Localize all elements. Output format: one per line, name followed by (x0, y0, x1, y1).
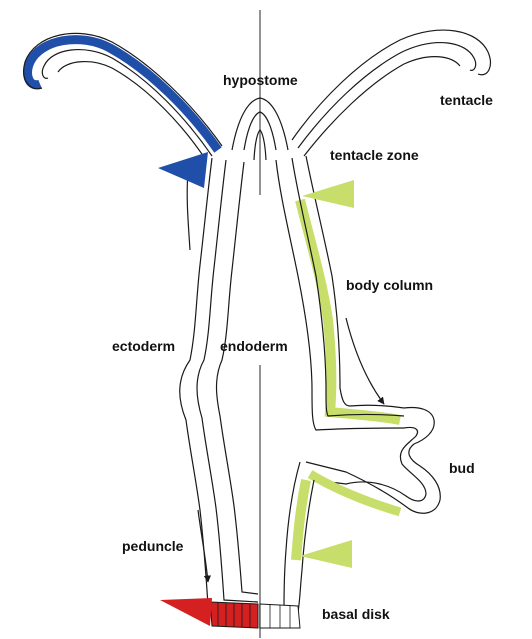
label-endoderm: endoderm (220, 338, 288, 354)
red-arrowhead (160, 598, 212, 626)
flow-arrow-peduncle (198, 510, 208, 582)
label-ectoderm: ectoderm (112, 338, 175, 354)
blue-arrowhead (158, 152, 208, 188)
flow-arrow-upper-left (187, 172, 190, 250)
bud-outer (306, 408, 440, 514)
left-body-wall (180, 158, 258, 610)
basal-disk-shape (210, 602, 300, 628)
label-basal-disk: basal disk (322, 606, 390, 622)
label-tentacle-zone: tentacle zone (330, 147, 419, 163)
label-body-column: body column (346, 277, 433, 293)
left-tentacle (24, 33, 222, 160)
green-arrowhead-upper (302, 180, 354, 208)
flow-arrow-body-right (346, 318, 384, 404)
green-arrowhead-lower (300, 540, 352, 568)
label-hypostome: hypostome (223, 72, 298, 88)
left-tentacle-outer (28, 40, 218, 150)
right-wall-green-band (300, 200, 400, 420)
bud-shape (306, 408, 440, 514)
lower-right-wall (262, 462, 420, 620)
label-peduncle: peduncle (122, 538, 183, 554)
left-wall-inner (217, 162, 259, 594)
lower-right-green-band (300, 474, 420, 555)
label-bud: bud (449, 460, 475, 476)
left-wall-mid (197, 160, 258, 602)
right-tentacle-inner-line (304, 57, 460, 156)
lower-right-green-vertical (296, 480, 306, 560)
label-tentacle: tentacle (440, 92, 493, 108)
